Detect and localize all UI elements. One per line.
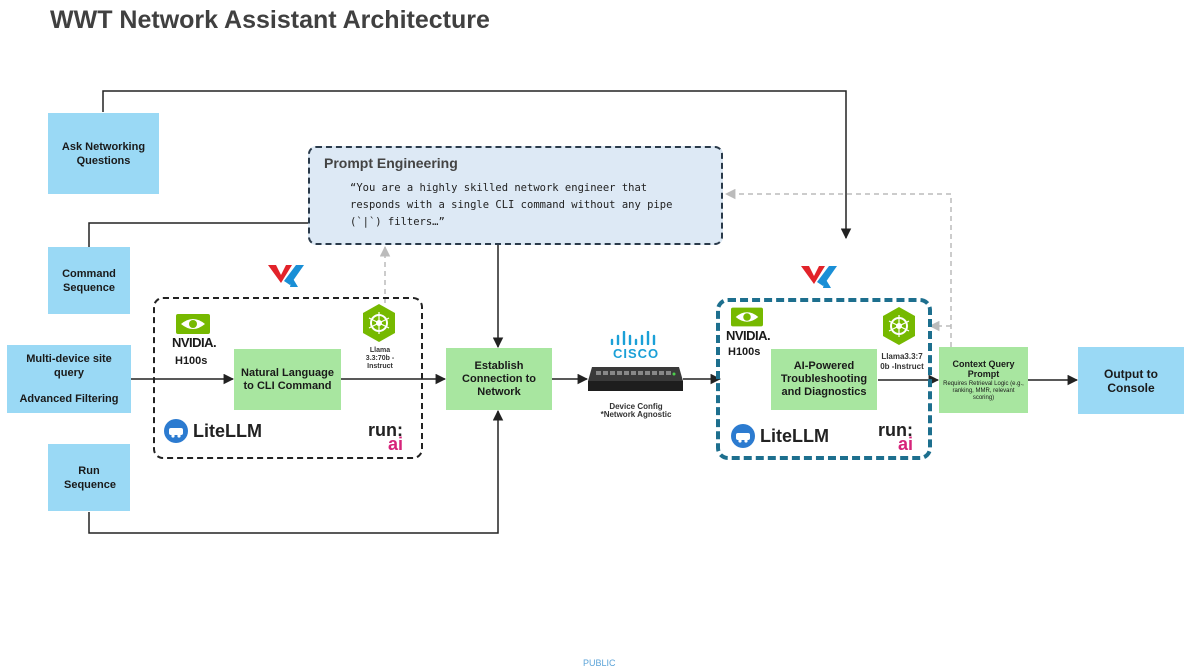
line-ask-to-troubleshoot: [102, 90, 852, 240]
nl-to-cli-box[interactable]: Natural Language to CLI Command: [234, 349, 341, 410]
litellm-train-icon: [164, 419, 188, 443]
line-context-feedback: [724, 188, 952, 347]
device-config-line1: Device Config: [609, 402, 663, 411]
right-model-label: Llama3.3:7 0b -Instruct: [874, 352, 930, 372]
nvidia-eye-icon: [731, 307, 763, 327]
litellm-train-icon: [731, 424, 755, 448]
left-compute-cluster: [153, 297, 423, 459]
output-label: Output to Console: [1104, 366, 1158, 395]
multi-device-box[interactable]: Multi-device site query Advanced Filteri…: [7, 345, 131, 413]
line-run-to-establish: [88, 409, 504, 534]
prompt-engineering-box: Prompt Engineering “You are a highly ski…: [308, 146, 723, 245]
runai-bottom: ai: [897, 434, 913, 454]
right-model-line1: Llama3.3:7: [881, 352, 923, 361]
runai-top: run:: [368, 420, 403, 440]
nvidia-wordmark: NVIDIA.: [172, 335, 217, 350]
wwt-logo-icon: [268, 265, 304, 287]
runai-bottom: ai: [387, 434, 403, 454]
nvidia-eye-icon: [176, 314, 210, 334]
runai-top: run:: [878, 420, 913, 440]
ai-troubleshooting-box[interactable]: AI-Powered Troubleshooting and Diagnosti…: [771, 349, 877, 410]
classification-footer: PUBLIC: [583, 658, 616, 668]
page-title: WWT Network Assistant Architecture: [50, 6, 490, 34]
nvidia-wordmark: NVIDIA.: [726, 328, 771, 343]
command-sequence-box[interactable]: Command Sequence: [48, 247, 130, 314]
prompt-title: Prompt Engineering: [324, 155, 458, 171]
litellm-wordmark: LiteLLM: [760, 426, 829, 446]
runai-logo: run: ai: [368, 420, 403, 454]
context-query-box[interactable]: Context Query Prompt Requires Retrieval …: [939, 347, 1028, 413]
right-model-line2: 0b -Instruct: [880, 362, 924, 371]
run-sequence-box[interactable]: Run Sequence: [48, 444, 130, 511]
run-label: Run Sequence: [64, 464, 116, 491]
context-title: Context Query Prompt: [952, 358, 1015, 379]
device-config-caption: Device Config *Network Agnostic: [584, 403, 688, 419]
command-label: Command Sequence: [62, 267, 116, 294]
ask-networking-box[interactable]: Ask Networking Questions: [48, 113, 159, 194]
establish-label: Establish Connection to Network: [462, 359, 536, 398]
multi-label-2: Advanced Filtering: [19, 393, 119, 405]
gpu-label: H100s: [175, 355, 208, 367]
output-to-console-box[interactable]: Output to Console: [1078, 347, 1184, 414]
device-config-line2: *Network Agnostic: [600, 410, 672, 419]
llama-model-icon: [883, 307, 915, 345]
prompt-text: “You are a highly skilled network engine…: [350, 182, 673, 228]
litellm-wordmark: LiteLLM: [193, 421, 262, 441]
cisco-wordmark: CISCO: [613, 346, 660, 361]
llama-model-icon: [363, 304, 395, 342]
network-switch-icon[interactable]: [588, 365, 683, 393]
nl-to-cli-label: Natural Language to CLI Command: [241, 366, 334, 392]
cisco-bridge-icon: [610, 331, 656, 345]
establish-connection-box[interactable]: Establish Connection to Network: [446, 348, 552, 410]
multi-label-1: Multi-device site query: [26, 353, 112, 379]
right-compute-cluster: [716, 298, 932, 460]
ask-label: Ask Networking Questions: [61, 140, 146, 167]
left-model-label: Llama 3.3:70b - Instruct: [365, 347, 395, 370]
line-command-to-prompt: [88, 222, 308, 247]
context-sub: Requires Retrieval Logic (e.g., ranking,…: [943, 380, 1024, 401]
gpu-label: H100s: [728, 346, 761, 358]
ai-troubleshooting-label: AI-Powered Troubleshooting and Diagnosti…: [780, 360, 868, 398]
runai-logo: run: ai: [878, 420, 913, 454]
wwt-logo-icon: [801, 266, 837, 288]
